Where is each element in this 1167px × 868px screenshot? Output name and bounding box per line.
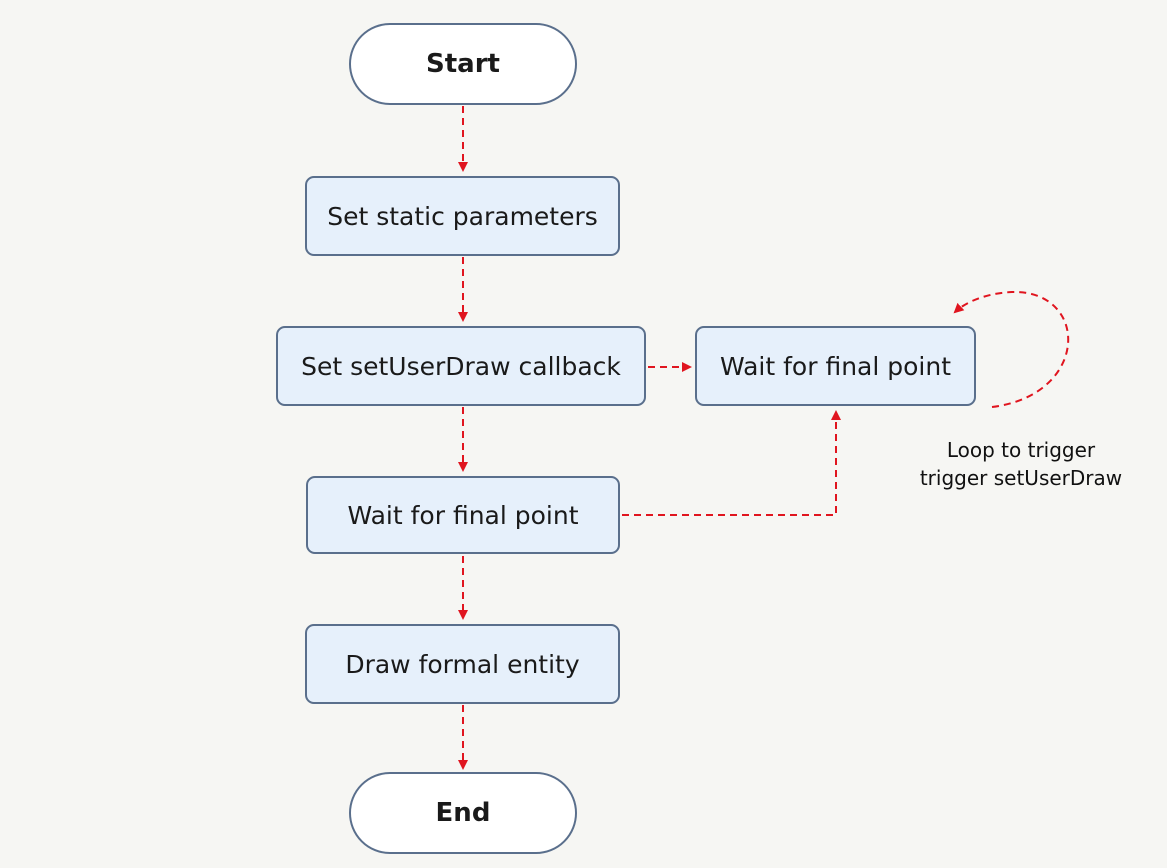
loop-note-line2: trigger setUserDraw xyxy=(919,466,1123,490)
wait-final-point-side-node: Wait for final point xyxy=(695,326,976,406)
start-node: Start xyxy=(349,23,577,105)
end-node: End xyxy=(349,772,577,854)
set-static-parameters-node: Set static parameters xyxy=(305,176,620,256)
draw-formal-entity-node: Draw formal entity xyxy=(305,624,620,704)
set-callback-node: Set setUserDraw callback xyxy=(276,326,646,406)
loop-note: Loop to trigger trigger setUserDraw xyxy=(896,436,1146,492)
wait-final-point-main-node: Wait for final point xyxy=(306,476,620,554)
loop-note-line1: Loop to trigger xyxy=(946,438,1096,462)
arrow-main-wait-to-side-wait xyxy=(622,410,841,516)
